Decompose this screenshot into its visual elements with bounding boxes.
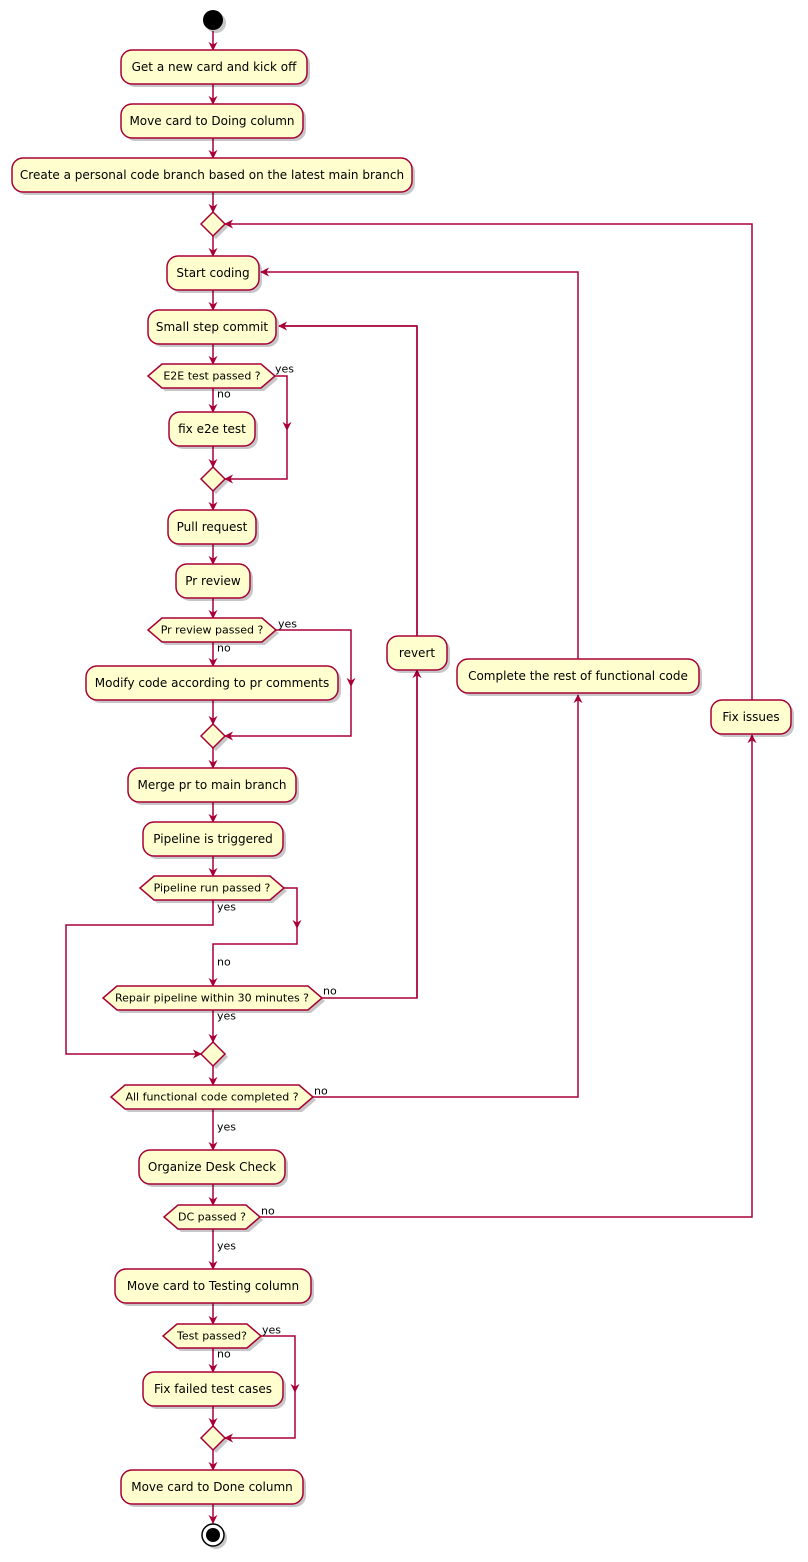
- activity-merge-pr-label: Merge pr to main branch: [137, 778, 286, 792]
- activity-move-testing: Move card to Testing column: [114, 1268, 314, 1306]
- decision-pr-passed: Pr review passed ?: [146, 617, 279, 645]
- label-e2e-yes: yes: [275, 363, 294, 376]
- edge-dc-no: [260, 734, 757, 1218]
- merge-e2e: [199, 465, 228, 494]
- edge-e2e-yes: [275, 375, 292, 431]
- label-e2e-no: no: [217, 388, 231, 401]
- activity-pull-request: Pull request: [167, 509, 259, 547]
- activity-pipeline-triggered-label: Pipeline is triggered: [153, 832, 272, 846]
- edge-test-yes: [261, 1335, 300, 1393]
- decision-test-passed: Test passed?: [161, 1323, 264, 1351]
- activity-fix-e2e-label: fix e2e test: [178, 422, 246, 436]
- activity-create-branch-label: Create a personal code branch based on t…: [20, 168, 404, 182]
- activity-create-branch: Create a personal code branch based on t…: [11, 157, 415, 195]
- decision-pipeline-passed-label: Pipeline run passed ?: [154, 882, 271, 895]
- label-all-completed-yes: yes: [217, 1121, 236, 1134]
- activity-organize-dc: Organize Desk Check: [138, 1149, 288, 1187]
- decision-dc-passed: DC passed ?: [162, 1204, 263, 1232]
- activity-move-doing: Move card to Doing column: [120, 103, 306, 141]
- label-pr-no: no: [217, 642, 231, 655]
- edge-e2e-merge-in: [224, 430, 288, 484]
- activity-pipeline-triggered: Pipeline is triggered: [142, 821, 286, 859]
- activity-revert: revert: [386, 635, 450, 673]
- decision-pr-passed-label: Pr review passed ?: [161, 624, 264, 637]
- activity-start-coding: Start coding: [166, 255, 262, 293]
- activity-merge-pr: Merge pr to main branch: [127, 767, 299, 805]
- label-pipeline-no: no: [217, 956, 231, 969]
- label-repair-no: no: [323, 985, 337, 998]
- start-node: [203, 10, 223, 30]
- edge-pipeline-no-side: [284, 887, 302, 929]
- activity-start-coding-label: Start coding: [176, 266, 249, 280]
- activity-fix-failed-label: Fix failed test cases: [154, 1382, 272, 1396]
- activity-move-done: Move card to Done column: [120, 1469, 306, 1507]
- label-dc-yes: yes: [217, 1240, 236, 1253]
- decision-all-completed-label: All functional code completed ?: [125, 1091, 298, 1104]
- activity-move-doing-label: Move card to Doing column: [129, 114, 294, 128]
- activity-move-testing-label: Move card to Testing column: [127, 1279, 299, 1293]
- activity-modify-code: Modify code according to pr comments: [85, 665, 341, 703]
- merge-loop: [199, 210, 228, 239]
- edge-pr-yes: [276, 629, 356, 687]
- activity-pr-review-label: Pr review: [185, 574, 241, 588]
- edges: [65, 31, 757, 1524]
- label-dc-no: no: [261, 1205, 275, 1218]
- activity-pull-request-label: Pull request: [177, 520, 248, 534]
- edge-complete-rest-to-start-coding: [260, 267, 579, 659]
- edge-test-merge-in: [224, 1392, 296, 1443]
- decision-test-passed-label: Test passed?: [176, 1330, 247, 1343]
- activity-pr-review: Pr review: [175, 563, 253, 601]
- edge-fix-issues-to-loop: [224, 219, 753, 700]
- label-repair-yes: yes: [217, 1010, 236, 1023]
- label-pr-yes: yes: [278, 618, 297, 631]
- activity-move-done-label: Move card to Done column: [131, 1480, 293, 1494]
- decision-e2e-passed: E2E test passed ?: [146, 363, 278, 391]
- activity-fix-issues: Fix issues: [710, 699, 794, 737]
- activity-small-commit-label: Small step commit: [156, 320, 269, 334]
- activity-fix-failed: Fix failed test cases: [142, 1371, 286, 1409]
- activity-get-card: Get a new card and kick off: [120, 49, 310, 87]
- label-test-no: no: [217, 1348, 231, 1361]
- activity-revert-label: revert: [399, 646, 435, 660]
- decision-all-completed: All functional code completed ?: [109, 1084, 316, 1112]
- activity-complete-rest: Complete the rest of functional code: [456, 658, 702, 696]
- activity-fix-e2e: fix e2e test: [168, 411, 258, 449]
- decision-e2e-passed-label: E2E test passed ?: [163, 370, 260, 383]
- activity-fix-issues-label: Fix issues: [722, 710, 779, 724]
- activity-get-card-label: Get a new card and kick off: [132, 60, 297, 74]
- decision-dc-passed-label: DC passed ?: [178, 1211, 246, 1224]
- merge-pr: [199, 722, 228, 751]
- label-all-completed-no: no: [314, 1085, 328, 1098]
- activity-small-commit: Small step commit: [147, 309, 279, 347]
- end-node-core: [206, 1528, 220, 1542]
- decision-pipeline-passed: Pipeline run passed ?: [138, 875, 287, 903]
- decision-repair-pipeline-label: Repair pipeline within 30 minutes ?: [115, 992, 309, 1005]
- label-test-yes: yes: [262, 1324, 281, 1337]
- branch-labels: yes no yes no yes no no yes no yes no ye…: [217, 363, 337, 1361]
- decision-repair-pipeline: Repair pipeline within 30 minutes ?: [101, 985, 325, 1013]
- edge-pipeline-yes: [65, 900, 214, 1059]
- activity-modify-code-label: Modify code according to pr comments: [95, 676, 329, 690]
- merge-test: [199, 1424, 228, 1453]
- activity-organize-dc-label: Organize Desk Check: [148, 1160, 276, 1174]
- edge-all-completed-no: [313, 694, 583, 1098]
- edge-pr-merge-in: [224, 686, 352, 741]
- merge-pipeline: [199, 1040, 228, 1069]
- label-pipeline-yes: yes: [217, 901, 236, 914]
- edge-pipeline-no-to-repair: [208, 928, 298, 987]
- activity-complete-rest-label: Complete the rest of functional code: [468, 669, 688, 683]
